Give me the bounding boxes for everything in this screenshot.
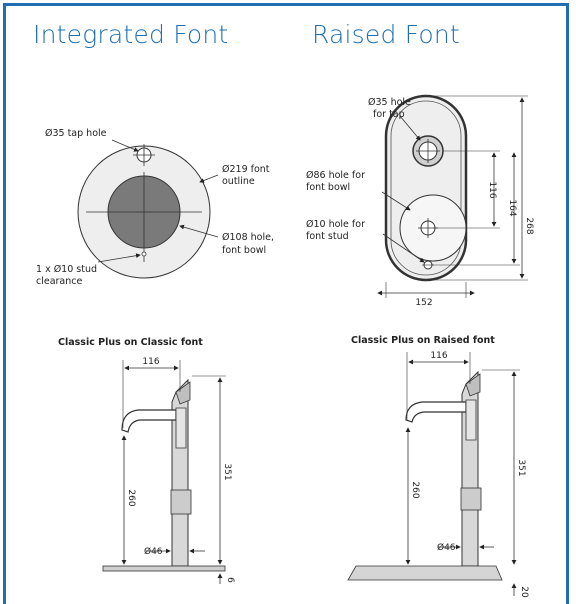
label-stud-1: 1 x Ø10 stud bbox=[36, 264, 97, 275]
raised-tap-spout bbox=[405, 401, 467, 423]
dim-raised-tap-260: 260 bbox=[410, 481, 420, 498]
dim-raised-116: 116 bbox=[487, 181, 497, 198]
label-raised-tap-1: Ø35 hole bbox=[368, 97, 411, 108]
label-stud-2: clearance bbox=[36, 276, 83, 287]
raised-font-base bbox=[347, 565, 503, 581]
classic-tap-diagram: Classic Plus on Classic font 116 260 351… bbox=[58, 337, 235, 584]
dim-raised-tap-116: 116 bbox=[430, 351, 447, 361]
label-raised-bowl-1: Ø86 hole for bbox=[306, 170, 365, 181]
label-raised-bowl-2: font bowl bbox=[306, 182, 350, 193]
dim-classic-351: 351 bbox=[222, 463, 232, 480]
label-raised-stud-1: Ø10 hole for bbox=[306, 219, 365, 230]
label-font-outline-1: Ø219 font bbox=[222, 164, 270, 175]
label-raised-stud-2: font stud bbox=[306, 231, 349, 242]
title-integrated-font: Integrated Font bbox=[33, 20, 229, 49]
dim-raised-tap-351: 351 bbox=[516, 459, 526, 476]
label-bowl-hole-1: Ø108 hole, bbox=[222, 232, 274, 243]
dim-classic-46: Ø46 bbox=[144, 546, 163, 557]
caption-classic: Classic Plus on Classic font bbox=[58, 337, 203, 348]
raised-font-diagram: Ø35 hole for tap Ø86 hole for font bowl … bbox=[306, 94, 534, 308]
caption-raised: Classic Plus on Raised font bbox=[351, 335, 495, 346]
dim-classic-6: 6 bbox=[225, 577, 235, 583]
label-raised-tap-2: for tap bbox=[373, 109, 405, 120]
dim-classic-116: 116 bbox=[142, 357, 159, 367]
label-font-outline-2: outline bbox=[222, 176, 255, 187]
integrated-font-diagram: Ø35 tap hole Ø219 font outline Ø108 hole… bbox=[36, 128, 274, 287]
dim-raised-152: 152 bbox=[415, 298, 432, 308]
raised-tap-diagram: Classic Plus on Raised font 116 260 351 … bbox=[347, 335, 529, 598]
page-frame bbox=[3, 3, 569, 604]
tap-spout bbox=[121, 409, 177, 433]
stud-clearance bbox=[141, 251, 147, 257]
classic-font-base bbox=[102, 565, 226, 572]
dim-raised-tap-20: 20 bbox=[519, 586, 529, 598]
dim-raised-164: 164 bbox=[507, 199, 517, 216]
dim-raised-268: 268 bbox=[524, 217, 534, 234]
label-bowl-hole-2: font bowl bbox=[222, 245, 266, 256]
dim-raised-tap-46: Ø46 bbox=[437, 542, 456, 553]
dim-classic-260: 260 bbox=[126, 489, 136, 506]
label-tap-hole: Ø35 tap hole bbox=[45, 128, 107, 139]
title-raised-font: Raised Font bbox=[312, 20, 460, 49]
